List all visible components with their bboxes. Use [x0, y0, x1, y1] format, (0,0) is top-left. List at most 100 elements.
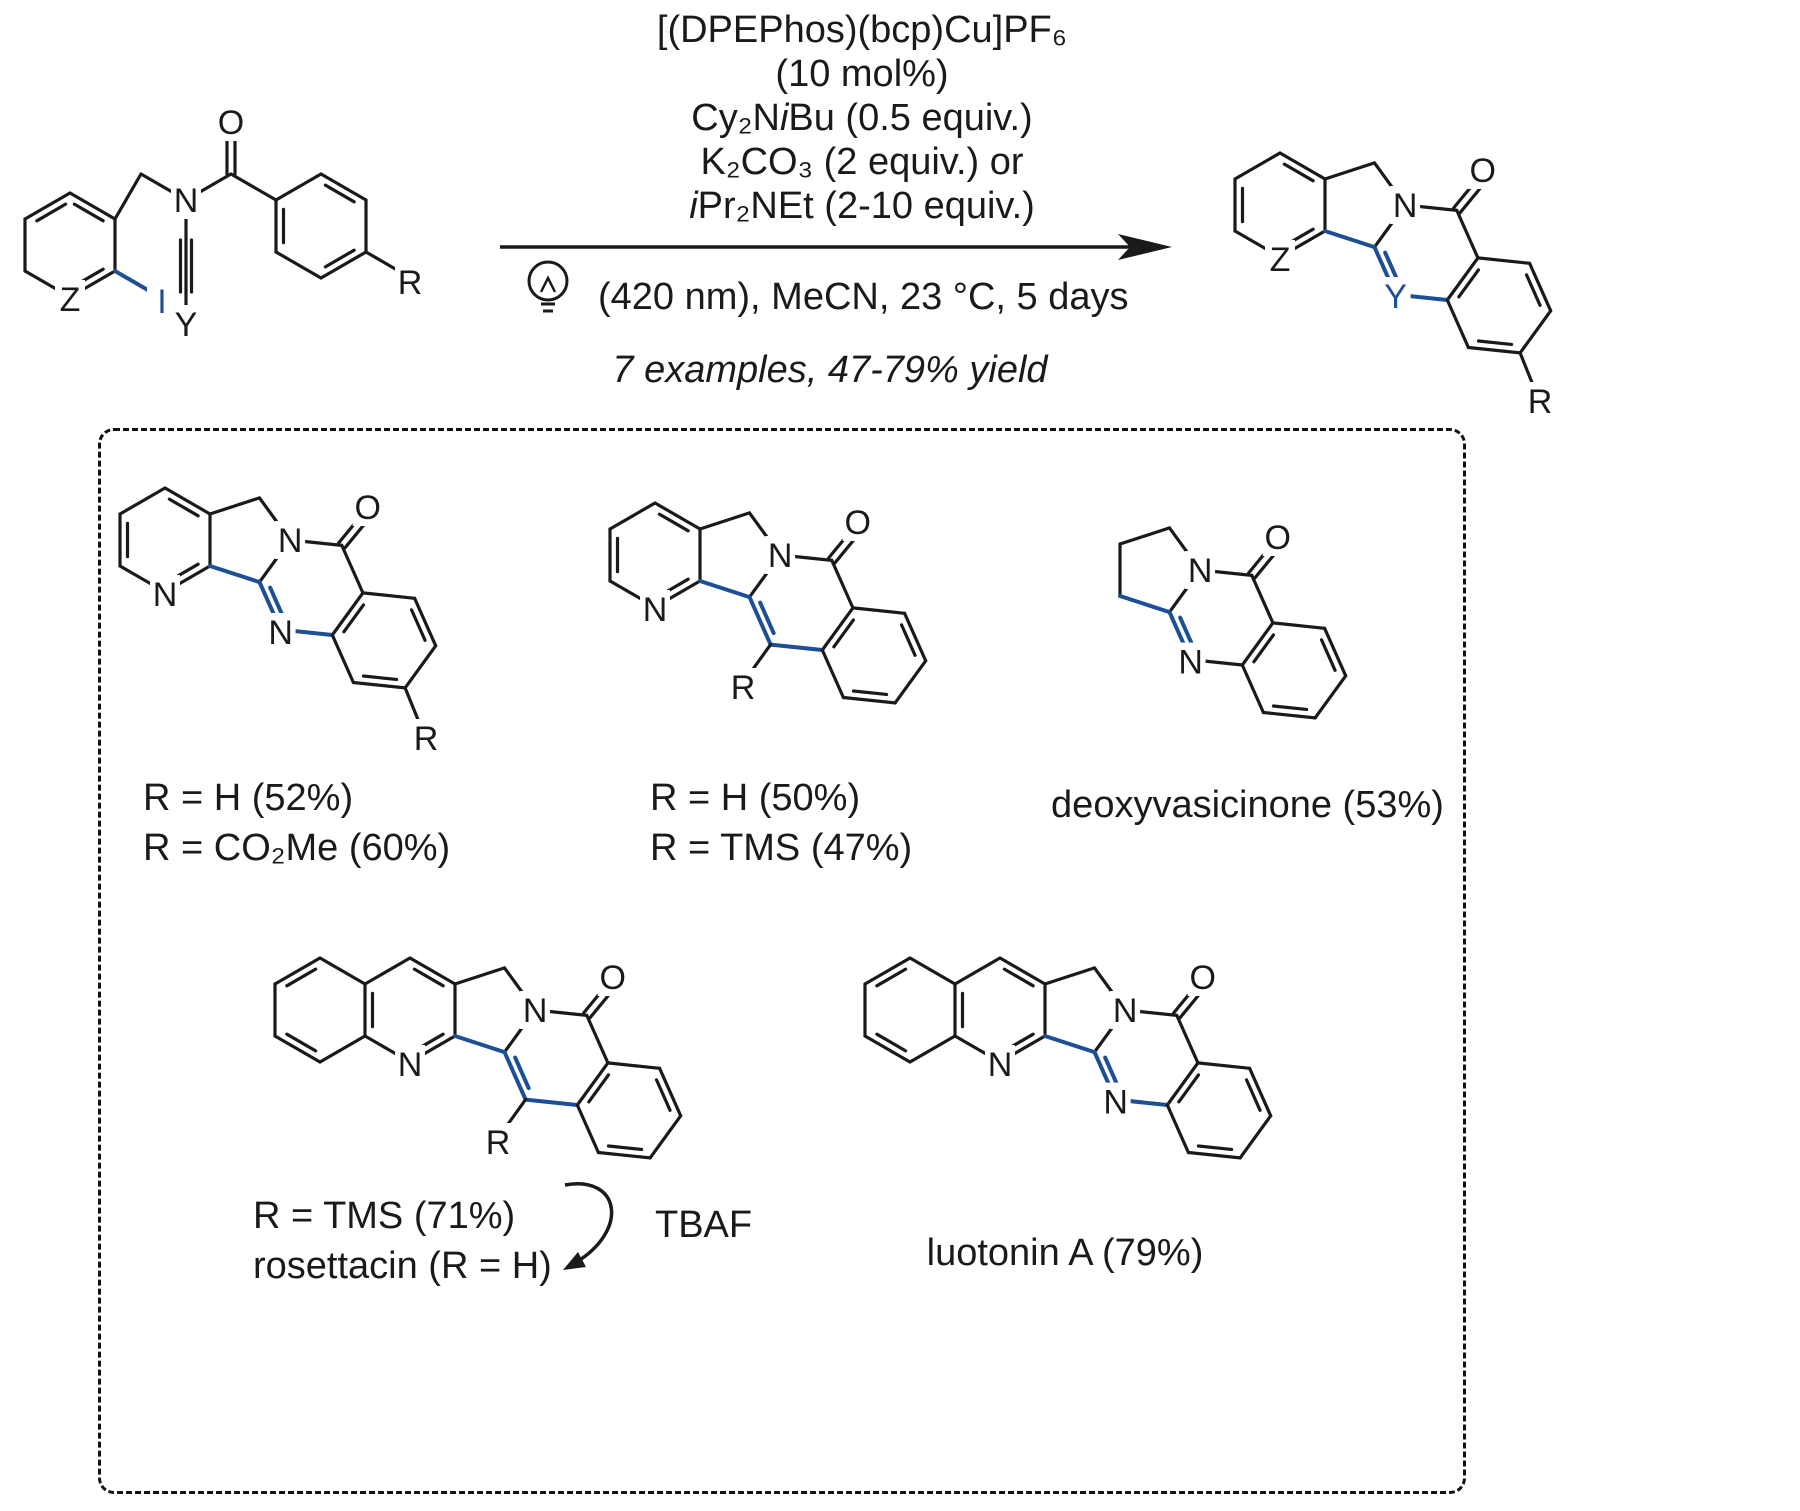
bond — [1323, 229, 1377, 250]
bond — [908, 1034, 957, 1064]
bond — [1118, 526, 1172, 546]
loading-line: (10 mol%) — [775, 53, 949, 95]
atom-label-bg — [1110, 991, 1141, 1029]
atom-label-o: O — [844, 504, 870, 542]
tbaf-arrow-head — [563, 1252, 586, 1270]
atom-label-n: N — [1188, 552, 1213, 590]
atom-label-bg — [171, 305, 201, 343]
atom-label-y: Y — [1384, 278, 1407, 316]
atom-label-o: O — [599, 959, 625, 997]
atom-label-r: R — [731, 669, 756, 707]
atom-label-z: Z — [1270, 241, 1291, 279]
bond — [820, 648, 845, 700]
atom-label-n: N — [523, 992, 548, 1030]
bond — [1196, 1061, 1252, 1070]
bond — [340, 543, 365, 595]
bond — [1175, 1013, 1200, 1065]
bond — [318, 1034, 367, 1064]
atom-label-r: R — [414, 720, 439, 758]
atom-label-bg — [1187, 958, 1218, 996]
example3-structure: NNO — [1118, 518, 1348, 720]
base2-line: iPr₂NEt (2-10 equiv.) — [500, 184, 1224, 228]
atom-label-o: O — [218, 104, 244, 142]
bond — [408, 956, 457, 986]
bond — [587, 1073, 611, 1104]
bond — [1528, 261, 1553, 313]
bond — [1186, 1150, 1242, 1160]
atom-label-bg — [395, 1045, 425, 1083]
bond — [1002, 967, 1035, 988]
bond — [1271, 621, 1327, 630]
bond — [1313, 674, 1348, 720]
bond — [875, 967, 908, 988]
atom-label-n: N — [1178, 644, 1203, 682]
bond — [1177, 1073, 1201, 1104]
tbaf-label: TBAF — [655, 1204, 753, 1246]
bond — [841, 695, 897, 705]
examples-box — [98, 428, 1466, 1494]
tbaf-arrow-curve — [564, 1182, 614, 1265]
bond — [899, 623, 917, 657]
atom-label-bg — [395, 263, 425, 301]
bond — [72, 202, 105, 223]
bond — [908, 956, 957, 986]
bond — [274, 250, 323, 280]
example1-caption: R = H (52%) R = CO₂Me (60%) — [143, 773, 450, 873]
catalyst-line: [(DPEPhos)(bcp)Cu]PF₆ — [656, 9, 1068, 51]
atom-label-bg — [352, 488, 383, 526]
bond — [1165, 1061, 1200, 1107]
bond — [342, 603, 366, 634]
atom-label-bg — [216, 103, 246, 141]
atom-label-bg — [265, 613, 296, 651]
bond — [998, 956, 1047, 986]
bond — [1476, 256, 1532, 265]
bond — [323, 248, 356, 269]
bond — [575, 1103, 600, 1155]
atom-label-bg — [728, 668, 758, 706]
bond — [698, 579, 752, 600]
bond — [361, 591, 417, 600]
bond — [113, 172, 143, 221]
bond — [1252, 633, 1276, 664]
base2-italic: i — [689, 185, 698, 227]
bond — [163, 486, 212, 516]
bond — [875, 1032, 908, 1053]
light-bulb-icon — [527, 260, 569, 313]
bond — [409, 608, 427, 642]
bond — [820, 606, 855, 652]
atom-label-bg — [275, 521, 306, 559]
base2-suffix: Pr₂NEt (2-10 equiv.) — [697, 185, 1035, 227]
bond — [453, 966, 507, 986]
bond — [832, 618, 856, 649]
bond — [453, 1034, 507, 1055]
bond — [1238, 1114, 1273, 1160]
atom-label-bg — [1467, 151, 1498, 189]
atom-label-bg — [483, 1123, 513, 1161]
bulb-filament — [539, 275, 557, 293]
bond — [208, 496, 262, 516]
atom-label-bg — [411, 719, 441, 757]
bond — [523, 1097, 580, 1107]
atom-label-bg — [55, 280, 85, 318]
bond — [1248, 1066, 1273, 1118]
bond — [273, 956, 322, 986]
atom-label-bg — [1262, 518, 1293, 556]
bond — [648, 1114, 683, 1160]
atom-label-n: N — [278, 522, 303, 560]
bond — [1282, 162, 1315, 183]
bond — [1323, 626, 1348, 678]
example1-line1: R = H (52%) — [143, 777, 354, 819]
example4-caption: R = TMS (71%) rosettacin (R = H) — [253, 1191, 552, 1291]
bond — [285, 967, 318, 988]
bond — [208, 564, 262, 585]
bond — [953, 956, 1002, 986]
atom-label-i: I — [157, 283, 166, 321]
atom-label-n: N — [1393, 187, 1418, 225]
bond — [606, 1144, 644, 1152]
bond — [1445, 256, 1480, 302]
atom-label-r: R — [1528, 383, 1553, 421]
atom-label-z: Z — [60, 281, 81, 319]
bond — [698, 511, 752, 531]
